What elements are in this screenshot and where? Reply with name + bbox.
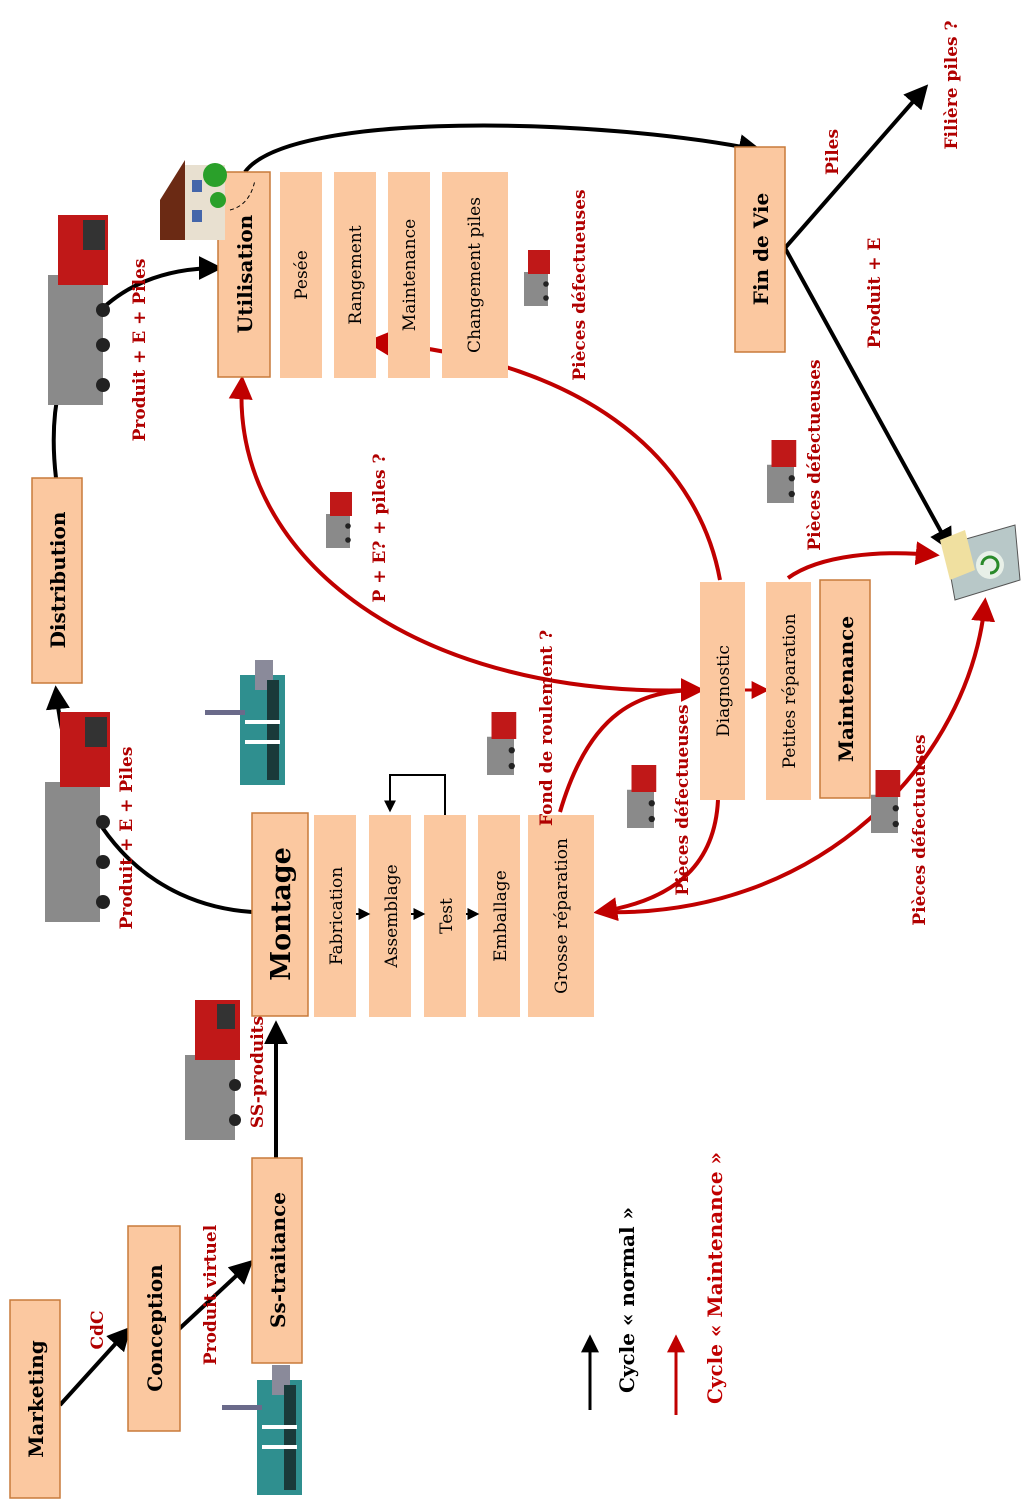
label-produit-virtuel: Produit virtuel (201, 1224, 221, 1365)
step-test: Test (424, 815, 466, 1017)
label-produit-e-piles-bottom: Produit + E + Piles (117, 747, 137, 930)
step-fabrication: Fabrication (314, 815, 356, 1017)
arrow-diagnostic-grosse (593, 799, 720, 922)
step-pesee-label: Pesée (292, 250, 312, 300)
arrow-petites-recycle (786, 541, 940, 580)
montage-steps: Fabrication Assemblage Test Emballage Gr… (314, 815, 594, 1017)
arrow-marketing-conception (58, 1326, 132, 1407)
label-produit-e-piles-top: Produit + E + Piles (130, 259, 150, 442)
step-petites-reparation-label: Petites réparation (780, 613, 800, 768)
box-montage: Montage (251, 812, 309, 1017)
box-marketing-label: Marketing (24, 1340, 48, 1458)
step-changement-piles: Changement piles (442, 172, 508, 378)
step-maintenance-util: Maintenance (388, 172, 430, 378)
box-utilisation: Utilisation (217, 171, 271, 378)
box-utilisation-label: Utilisation (233, 214, 257, 333)
step-petites-reparation: Petites réparation (766, 582, 811, 800)
label-produit-e: Produit + E (865, 238, 885, 349)
legend-maintenance-label: Cycle « Maintenance » (703, 1152, 727, 1404)
step-rangement: Rangement (334, 172, 376, 378)
step-emballage: Emballage (478, 815, 520, 1017)
label-pieces-defectueuses: Pièces défectueuses (570, 189, 590, 380)
step-test-label: Test (437, 898, 457, 934)
truck-icon (524, 250, 550, 306)
legend: Cycle « normal » Cycle « Maintenance » (581, 1152, 727, 1415)
step-assemblage: Assemblage (369, 815, 411, 1017)
label-p-e-piles: P + E? + piles ? (370, 453, 390, 602)
step-fabrication-label: Fabrication (327, 867, 347, 965)
truck-icon (767, 440, 797, 503)
truck-icon (871, 770, 901, 833)
step-assemblage-label: Assemblage (382, 864, 402, 968)
box-conception-label: Conception (143, 1264, 167, 1392)
arrow-conception-sstraitance (176, 1259, 254, 1332)
step-grosse-reparation-label: Grosse réparation (552, 838, 572, 994)
box-distribution: Distribution (31, 477, 83, 684)
maintenance-cycle-arrows (228, 331, 996, 922)
house-icon (160, 160, 256, 240)
step-diagnostic: Diagnostic (700, 582, 745, 800)
maintenance-steps: Diagnostic Petites réparation (700, 582, 811, 800)
step-pesee: Pesée (280, 172, 322, 378)
arrow-test-assemblage-loop (384, 774, 446, 815)
step-emballage-label: Emballage (491, 870, 511, 962)
arrow-grosse-recycle (597, 597, 996, 915)
factory-icon (205, 660, 285, 785)
truck-icon (627, 765, 657, 828)
label-piles: Piles (823, 129, 843, 175)
step-grosse-reparation: Grosse réparation (528, 815, 594, 1017)
truck-icon (326, 492, 352, 548)
step-maintenance-util-label: Maintenance (400, 219, 420, 331)
label-ss-produits: SS-produits (248, 1016, 268, 1128)
box-conception: Conception (127, 1225, 181, 1432)
label-cdc: CdC (88, 1311, 108, 1350)
flow-labels: CdC Produit virtuel SS-produits Produit … (88, 20, 962, 1365)
arrow-findevie-recycle (783, 247, 953, 553)
arrow-diagnostic-utilisation (228, 375, 699, 693)
arrow-utilisation-findevie (243, 123, 763, 174)
box-montage-label: Montage (266, 847, 297, 981)
truck-icon (487, 712, 517, 775)
box-marketing: Marketing (9, 1299, 61, 1499)
label-pieces-defectueuses: Pièces défectueuses (673, 704, 693, 895)
truck-icon (45, 712, 110, 922)
box-sous-traitance-label: Ss-traitance (266, 1192, 290, 1328)
legend-normal-label: Cycle « normal » (615, 1207, 639, 1393)
arrow-grosse-diagnostic (558, 678, 705, 813)
truck-icon (48, 215, 110, 405)
recycle-bin-icon (940, 524, 1021, 601)
label-filiere-piles: Filière piles ? (942, 20, 962, 149)
step-diagnostic-label: Diagnostic (714, 645, 734, 737)
box-sous-traitance: Ss-traitance (251, 1157, 303, 1364)
utilisation-steps: Pesée Rangement Maintenance Changement p… (280, 172, 508, 378)
box-distribution-label: Distribution (46, 511, 70, 648)
step-changement-piles-label: Changement piles (465, 197, 485, 353)
label-pieces-defectueuses: Pièces défectueuses (910, 734, 930, 925)
arrow-findevie-filiere (783, 84, 929, 250)
box-fin-de-vie: Fin de Vie (734, 146, 786, 353)
box-maintenance: Maintenance (819, 579, 871, 799)
factory-icon (222, 1365, 302, 1495)
box-fin-de-vie-label: Fin de Vie (749, 193, 773, 305)
truck-icons (45, 215, 901, 1140)
truck-icon (185, 1000, 241, 1140)
label-pieces-defectueuses: Pièces défectueuses (805, 359, 825, 550)
label-fond-de-roulement: Fond de roulement ? (537, 630, 557, 826)
box-maintenance-label: Maintenance (834, 616, 858, 762)
step-rangement-label: Rangement (346, 225, 366, 324)
